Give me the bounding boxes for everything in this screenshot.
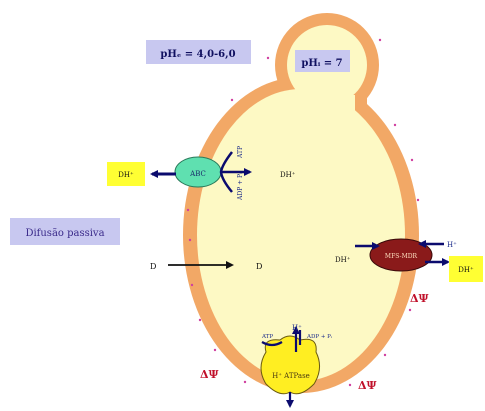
mfs-hplus-label: H⁺ <box>447 241 457 249</box>
atpase-atp-label: ATP <box>261 334 273 340</box>
ph-internal-label: pHᵢ = 7 <box>301 58 342 69</box>
h-atpase-label: H⁺ ATPase <box>272 372 310 380</box>
ph-internal-box: pHᵢ = 7 <box>295 50 350 72</box>
atpase-adp-label: ADP + Pᵢ <box>306 334 333 340</box>
drug-dh-inner-mid: DH⁺ <box>335 256 351 264</box>
ph-external-box: pHₑ = 4,0-6,0 <box>146 40 251 64</box>
atpase-hplus-label: H⁺ <box>292 324 302 332</box>
abc-atp-label: ATP <box>237 146 244 159</box>
drug-d-inside: D <box>256 262 262 271</box>
ph-external-label: pHₑ = 4,0-6,0 <box>160 49 235 60</box>
drug-dh-inner-top: DH⁺ <box>280 171 296 179</box>
dh-left-label: DH⁺ <box>118 171 134 179</box>
dh-right-label: DH⁺ <box>458 266 474 274</box>
dh-right-box: DH⁺ <box>449 256 483 282</box>
delta-psi-right: ΔΨ <box>410 292 429 305</box>
abc-adp-label: ADP + Pᵢ <box>237 172 244 201</box>
abc-transporter: ABC <box>175 157 221 187</box>
passive-diffusion-box: Difusão passiva <box>10 218 120 245</box>
abc-label: ABC <box>189 170 206 178</box>
delta-psi-bottom-right: ΔΨ <box>358 379 377 392</box>
passive-diffusion-label: Difusão passiva <box>25 228 104 239</box>
drug-d-outside: D <box>150 262 156 271</box>
delta-psi-bottom-left: ΔΨ <box>200 368 219 381</box>
dh-left-box: DH⁺ <box>107 162 145 186</box>
mfs-label: MFS-MDR <box>385 253 418 260</box>
